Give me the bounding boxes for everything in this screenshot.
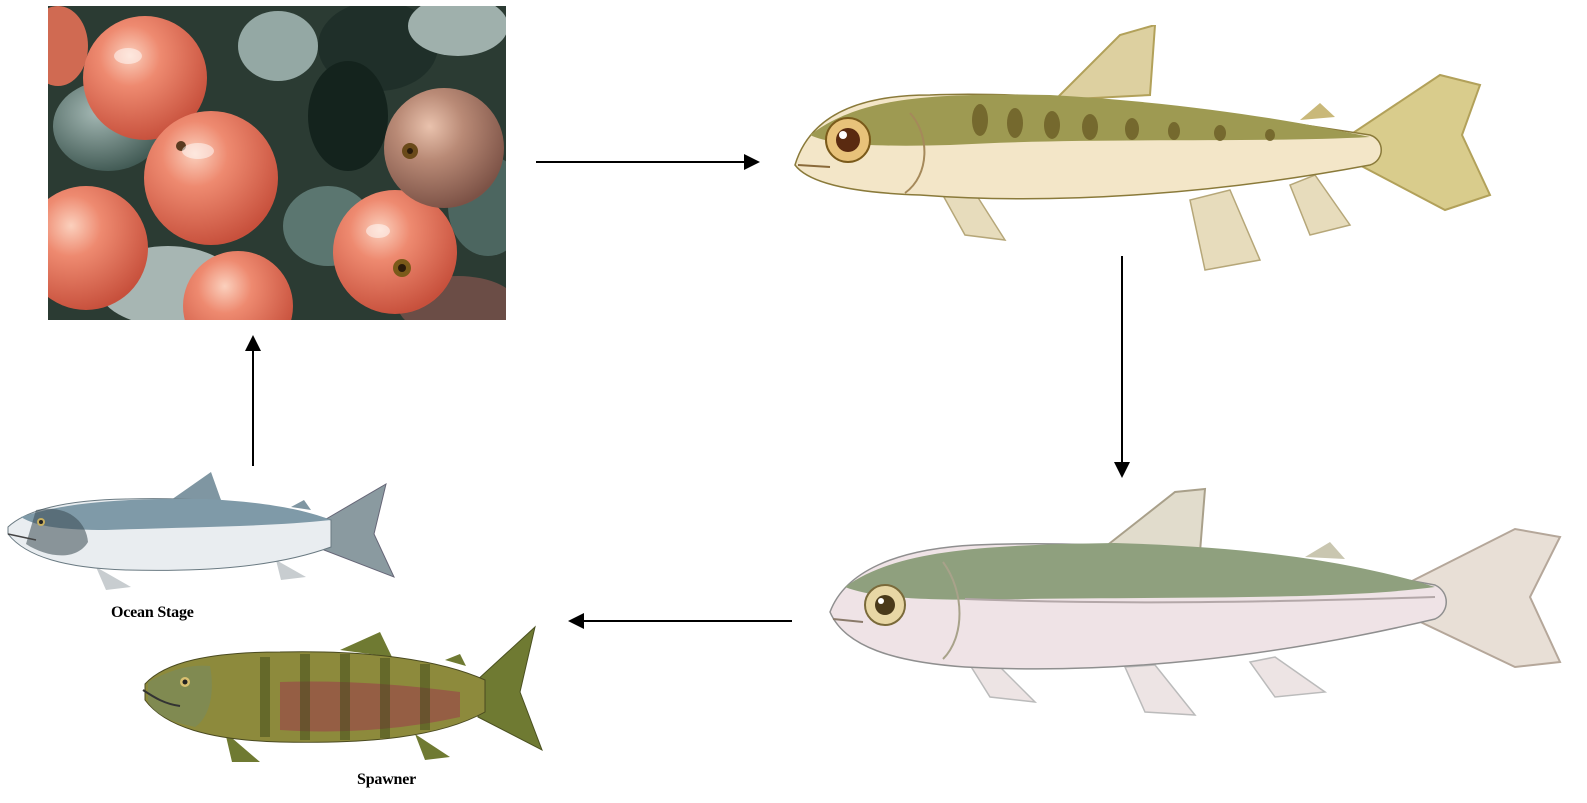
egg <box>144 111 278 245</box>
egg <box>384 88 504 208</box>
arrow-left <box>566 610 792 632</box>
fry-illustration <box>790 25 1505 280</box>
smolt-illustration <box>825 487 1565 722</box>
egg <box>333 190 457 314</box>
ocean-stage-label: Ocean Stage <box>111 604 194 622</box>
arrow-up <box>242 333 264 466</box>
arrow-down <box>1111 256 1133 480</box>
spawner-label: Spawner <box>357 771 416 789</box>
eggs-photo <box>48 6 506 320</box>
spawner-illustration <box>140 622 548 767</box>
arrow-right <box>536 151 762 173</box>
ocean-stage-illustration <box>6 472 400 597</box>
